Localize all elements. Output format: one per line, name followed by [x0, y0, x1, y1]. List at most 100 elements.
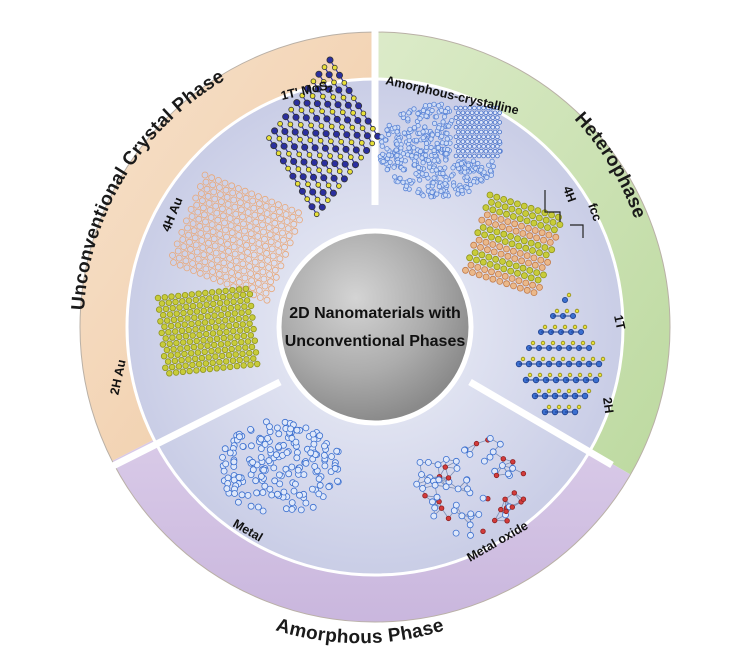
atom — [416, 177, 423, 183]
atom — [550, 356, 556, 362]
atom — [166, 311, 174, 318]
atom — [405, 152, 411, 158]
atom — [310, 158, 318, 166]
atom — [496, 243, 504, 251]
atom — [198, 197, 206, 205]
atom — [486, 162, 492, 168]
atom — [475, 160, 481, 167]
atom — [475, 236, 483, 244]
atom — [166, 340, 173, 347]
atom — [546, 388, 552, 394]
atom — [180, 309, 187, 317]
atom — [179, 368, 187, 375]
atom — [206, 206, 214, 214]
atom — [331, 64, 338, 71]
atom — [453, 153, 459, 159]
atom — [247, 502, 255, 510]
atom — [344, 101, 352, 109]
atom — [201, 348, 208, 356]
atom — [259, 507, 267, 515]
atom — [301, 143, 309, 151]
atom — [267, 278, 275, 286]
atom — [586, 388, 592, 394]
atom — [311, 462, 319, 470]
atom — [484, 174, 490, 180]
atom — [234, 304, 241, 311]
atom — [309, 503, 317, 511]
atom — [504, 252, 512, 260]
atom — [321, 64, 328, 70]
atom — [490, 134, 496, 140]
atom — [531, 227, 539, 234]
atom — [492, 255, 500, 263]
atom — [276, 208, 283, 216]
atom — [321, 442, 328, 450]
atom — [476, 153, 482, 159]
atom — [226, 449, 234, 457]
atom — [353, 131, 361, 139]
atom — [523, 286, 531, 294]
atom — [196, 331, 203, 338]
atom — [486, 191, 494, 199]
atom — [497, 129, 503, 135]
atom — [530, 340, 536, 346]
atom — [241, 274, 249, 282]
atom — [534, 241, 542, 249]
atom — [249, 197, 257, 205]
atom — [203, 272, 211, 280]
atom — [182, 257, 190, 265]
atom — [320, 174, 328, 182]
atom — [219, 212, 227, 220]
atom — [274, 201, 282, 209]
atom — [370, 125, 376, 132]
atom — [303, 99, 311, 107]
atom — [442, 455, 450, 463]
atom — [178, 228, 186, 236]
atom — [332, 130, 340, 138]
atom — [481, 169, 487, 175]
atom — [489, 206, 497, 214]
atom — [434, 140, 440, 146]
atom — [411, 106, 417, 112]
atom — [460, 110, 466, 116]
au-2h-lattice-illustration — [154, 285, 261, 377]
atom — [289, 172, 297, 180]
atom — [304, 196, 311, 202]
atom — [348, 139, 355, 146]
atom — [431, 120, 438, 127]
atom — [339, 124, 345, 130]
atom — [488, 172, 494, 178]
atom — [570, 356, 576, 362]
atom — [240, 362, 247, 369]
atom — [416, 458, 424, 466]
atom — [237, 246, 245, 254]
atom — [462, 266, 469, 274]
atom — [492, 120, 498, 125]
atom — [159, 311, 167, 319]
atom — [504, 518, 510, 524]
atom — [247, 442, 255, 450]
atom — [354, 117, 362, 125]
atom — [241, 303, 248, 310]
atom — [229, 189, 237, 197]
atom — [473, 440, 480, 447]
atom — [280, 142, 288, 150]
atom — [520, 202, 528, 210]
atom — [264, 217, 272, 224]
atom — [474, 129, 480, 135]
atom — [213, 256, 221, 264]
atom — [572, 324, 578, 330]
atom — [217, 341, 225, 348]
atom — [266, 446, 274, 454]
atom — [214, 263, 222, 271]
atom — [262, 242, 269, 250]
atom — [467, 105, 473, 111]
atom — [198, 354, 206, 362]
atom — [298, 107, 305, 113]
atom — [443, 151, 449, 157]
atom — [430, 180, 436, 186]
atom — [562, 296, 569, 303]
atom — [218, 205, 226, 213]
atom — [202, 289, 209, 297]
atom — [533, 234, 540, 242]
